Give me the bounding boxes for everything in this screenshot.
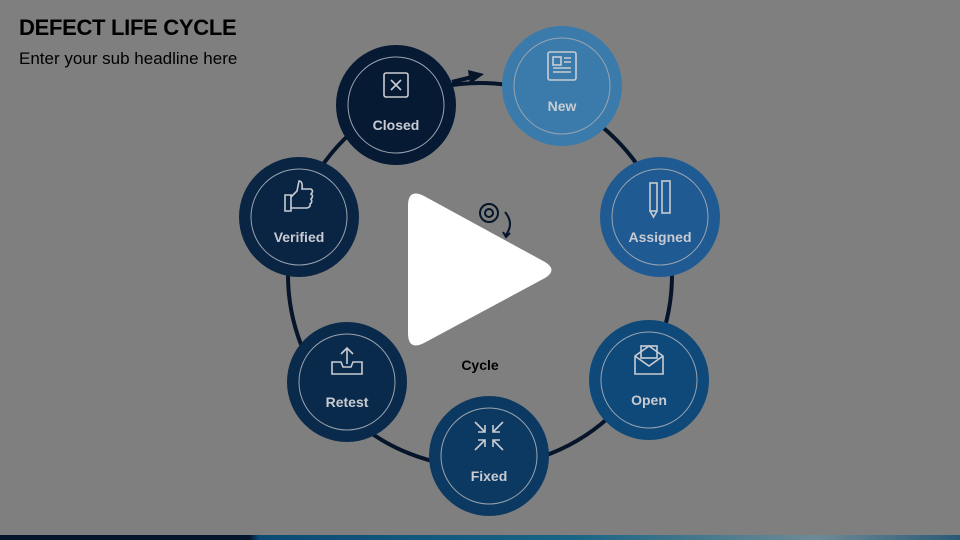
stage-verified bbox=[239, 157, 359, 277]
stage-closed bbox=[336, 45, 456, 165]
stage-label-retest: Retest bbox=[325, 394, 369, 410]
cycle-arrow bbox=[451, 75, 473, 84]
stage-new bbox=[502, 26, 622, 146]
thumbs-up-icon bbox=[284, 180, 314, 212]
ruler-pencil-icon bbox=[649, 180, 671, 219]
center-label: Cycle bbox=[461, 357, 499, 373]
stage-label-closed: Closed bbox=[372, 117, 420, 133]
open-envelope-icon bbox=[634, 345, 664, 375]
newspaper-icon bbox=[547, 51, 577, 81]
stage-retest bbox=[287, 322, 407, 442]
arrows-inward-icon bbox=[474, 421, 504, 451]
stage-open bbox=[589, 320, 709, 440]
stage-label-fixed: Fixed bbox=[470, 468, 508, 484]
stage-label-verified: Verified bbox=[273, 229, 325, 245]
footer-bar bbox=[0, 535, 960, 540]
inbox-upload-icon bbox=[331, 346, 363, 375]
page-subtitle: Enter your sub headline here bbox=[19, 49, 238, 68]
stage-label-new: New bbox=[547, 98, 577, 114]
close-box-icon bbox=[383, 72, 409, 98]
play-icon[interactable] bbox=[400, 188, 560, 353]
gear-cycle-icon bbox=[479, 203, 511, 239]
stage-label-open: Open bbox=[631, 392, 667, 408]
arrow-head-icon bbox=[468, 70, 484, 84]
stage-fixed bbox=[429, 396, 549, 516]
stage-label-assigned: Assigned bbox=[628, 229, 692, 245]
page-title: DEFECT LIFE CYCLE bbox=[19, 15, 237, 40]
stage-assigned bbox=[600, 157, 720, 277]
